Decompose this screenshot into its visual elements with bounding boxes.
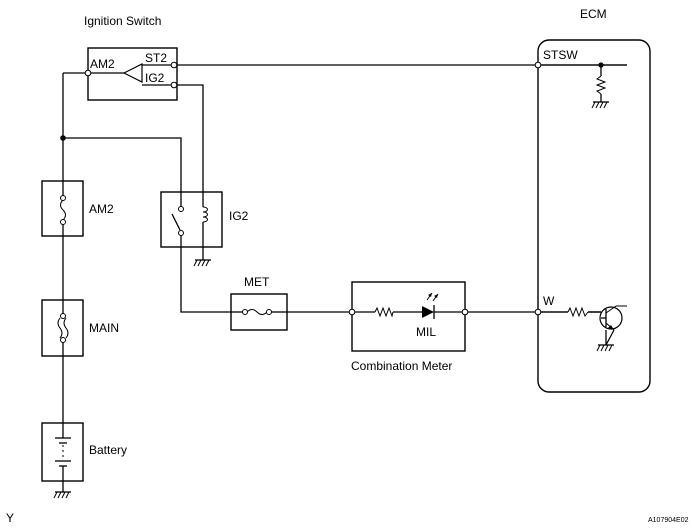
- ground-icon: [53, 491, 71, 499]
- am2-fuse-terminal-bottom: [60, 219, 66, 225]
- battery-label: Battery: [89, 443, 127, 457]
- terminal-am2: [84, 69, 92, 77]
- ig2-relay-label: IG2: [229, 209, 249, 223]
- am2-terminal-label: AM2: [90, 57, 115, 71]
- combination-meter-box: [351, 281, 466, 352]
- st2-terminal-label: ST2: [145, 51, 167, 65]
- ig2-relay-box: [160, 191, 223, 248]
- ecm-label: ECM: [580, 7, 607, 21]
- resistor-icon: [374, 306, 394, 318]
- corner-mark: Y: [6, 511, 14, 525]
- main-fuse-label: MAIN: [89, 321, 119, 335]
- combination-meter-label: Combination Meter: [351, 359, 452, 373]
- ignition-switch: [84, 47, 178, 101]
- meter-terminal-right: [461, 308, 469, 316]
- resistor-icon: [595, 75, 607, 95]
- labels: Ignition Switch AM2 ST2 IG2 ECM STSW W A…: [6, 7, 689, 525]
- ig2-relay: [160, 191, 223, 248]
- relay-switch-terminal-top: [178, 206, 184, 212]
- combination-meter: [348, 281, 469, 352]
- main-fuse-terminal-bottom: [60, 337, 66, 343]
- main-fuse: [41, 299, 84, 357]
- switch-contact-icon: [122, 63, 143, 83]
- resistor-icon: [567, 306, 589, 318]
- relay-switch-terminal-bottom: [178, 230, 184, 236]
- ignition-switch-label: Ignition Switch: [84, 14, 161, 28]
- wire-ig2-coil: [174, 84, 204, 196]
- mil-led-icon: [422, 306, 434, 318]
- meter-terminal-left: [348, 308, 356, 316]
- wire-relay-met: [180, 236, 231, 313]
- am2-fuse: [41, 180, 84, 237]
- relay-switch-contact-icon: [171, 213, 181, 231]
- ground-icon: [193, 259, 211, 267]
- wire-branch-relay: [63, 137, 182, 192]
- terminal-st2: [170, 61, 178, 69]
- stsw-label: STSW: [543, 48, 578, 62]
- battery: [41, 422, 84, 482]
- ecm: [534, 39, 651, 393]
- fuse-icon: [60, 199, 66, 221]
- fusible-link-icon: [57, 317, 69, 339]
- met-fuse-label: MET: [244, 275, 270, 289]
- w-terminal-label: W: [543, 294, 555, 308]
- mil-label: MIL: [416, 325, 436, 339]
- ecm-terminal-stsw: [534, 61, 542, 69]
- terminal-ig2: [170, 81, 178, 89]
- am2-fuse-terminal-top: [60, 195, 66, 201]
- am2-fuse-label: AM2: [89, 202, 114, 216]
- wires: [62, 64, 627, 492]
- ecm-terminal-w: [534, 308, 542, 316]
- relay-coil-icon: [202, 206, 208, 223]
- ecm-box: [537, 39, 651, 393]
- ground-icon: [596, 344, 614, 352]
- junction-dot: [60, 135, 66, 141]
- met-fuse-terminal-right: [266, 309, 272, 315]
- figure-code: A107904E02: [648, 517, 689, 524]
- main-fuse-terminal-top: [60, 313, 66, 319]
- ground-icon: [591, 101, 609, 109]
- met-fuse: [230, 293, 288, 331]
- fuse-icon: [246, 309, 268, 315]
- ig2-terminal-label: IG2: [145, 71, 165, 85]
- met-fuse-terminal-left: [242, 309, 248, 315]
